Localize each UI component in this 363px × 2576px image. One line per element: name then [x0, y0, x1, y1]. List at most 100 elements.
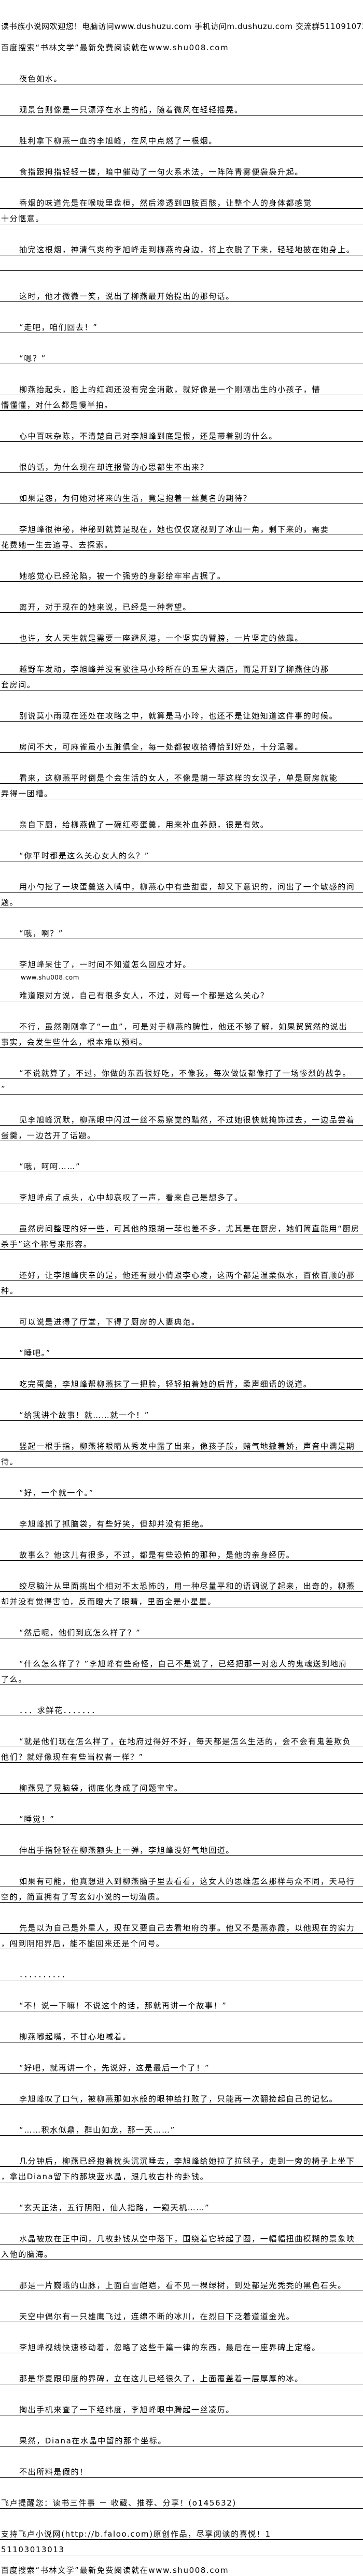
- paragraph-line: 如果是怨，为何她对将来的生活，竟是抱着一丝莫名的期待？: [0, 488, 363, 504]
- paragraph: 那是华夏跟印度的界碑，立在这儿已经很久了，上面覆盖着一层厚厚的冰。: [0, 2369, 363, 2384]
- paragraph-line: 伸出手指轻轻在柳燕额头上一弹，李旭峰没好气地回道。: [0, 1840, 363, 1856]
- baidu-search-notice: 百度搜索“书林文学”最新免费阅读就在www.shu008.com: [1, 43, 229, 52]
- paragraph: “不！说一下嘛！不说这个的话，那就再讲一个故事！”: [0, 1996, 363, 2011]
- paragraph-line: 十分惬意。: [0, 209, 363, 224]
- paragraph: ．．．求鲜花．．．．．．．: [0, 1701, 363, 1716]
- paragraph: “走吧，咱们回去！”: [0, 318, 363, 333]
- paragraph: 不行，虽然刚刚拿了“一血”，可是对于柳燕的脾性，他还不够了解，如果贸贸然的说出事…: [0, 1017, 363, 1048]
- paragraph-line: 种。: [0, 1281, 363, 1297]
- paragraph: 不出所料是假的！: [0, 2462, 363, 2478]
- paragraph: 离开，对于现在的她来说，已经是一种奢望。: [0, 597, 363, 613]
- paragraph-line: 如果有可能，他真想进入到柳燕脑子里去看看，这女人的思维怎么那样与众不同，天马行: [0, 1872, 363, 1887]
- paragraph: 也许，女人天生就是需要一座避风港，一个坚实的臂膀，一片坚定的依靠。: [0, 628, 363, 644]
- paragraph-line: “玄天正法，五行阴阳，仙人指路，一窥天机……”: [0, 2198, 363, 2213]
- paragraph: “玄天正法，五行阴阳，仙人指路，一窥天机……”: [0, 2198, 363, 2213]
- paragraph-line: “你平时都是这么关心女人的么？”: [0, 846, 363, 861]
- paragraph-line: 空的，简直拥有了写玄幻小说的一切潜质。: [0, 1887, 363, 1903]
- paragraph: 香烟的味道先是在喉咙里盘桓，然后渗透到四肢百骸，让整个人的身体都感觉十分惬意。: [0, 193, 363, 224]
- paragraph: 天空中偶尔有一只雄鹰飞过，连绵不断的冰川，在烈日下泛着道道金光。: [0, 2307, 363, 2322]
- paragraph: 亲自下厨，给柳燕做了一碗红枣蛋羹，用来补血养颜，很是有效。: [0, 815, 363, 830]
- paragraph-line: 不出所料是假的！: [0, 2462, 363, 2478]
- paragraph-line: 也许，女人天生就是需要一座避风港，一个坚实的臂膀，一片坚定的依靠。: [0, 628, 363, 644]
- paragraph: 李旭峰叹了口气，被柳燕那如水般的眼神给打败了，只能再一次翻捡起自己的记忆。: [0, 2089, 363, 2105]
- paragraph: “好，一个就一个。”: [0, 1483, 363, 1499]
- paragraph-line: 离开，对于现在的她来说，已经是一种奢望。: [0, 597, 363, 613]
- paragraph: ．．．．．．．．．．: [0, 1965, 363, 1980]
- paragraph-line: 天空中偶尔有一只雄鹰飞过，连绵不断的冰川，在烈日下泛着道道金光。: [0, 2307, 363, 2322]
- paragraph: 还好，让李旭峰庆幸的是，他还有聂小倩跟李心凌，这两个都是温柔似水，百依百顺的那种…: [0, 1265, 363, 1297]
- paragraph-line: 可以说是进得了厅堂，下得了厨房的人妻典范。: [0, 1312, 363, 1328]
- faloo-support-line: 支持飞卢小说网(http://b.faloo.com)原创作品，尽享阅读的喜悦！…: [0, 2524, 363, 2540]
- paragraph-line: 恨的话，为什么现在却连报警的心思都生不出来？: [0, 457, 363, 473]
- paragraph-line: 见李旭峰沉默，柳燕眼中闪过一丝不易察觉的黯然，不过她很快就掩饰过去，一边品尝着: [0, 1110, 363, 1126]
- paragraph: 食指跟拇指轻轻一搓，暗中催动了一句火系术法，一阵阵青雾便袅袅升起。: [0, 162, 363, 178]
- paragraph-line: “睡觉！”: [0, 1809, 363, 1825]
- paragraph-line: 题。: [0, 893, 363, 908]
- paragraph: “哦，啊？”: [0, 924, 363, 939]
- paragraph-line: “嗯？”: [0, 349, 363, 364]
- paragraph: 李旭峰很神秘，神秘到就算是现在，她也仅仅窥视到了冰山一角，剩下来的，需要花费她一…: [0, 520, 363, 551]
- paragraph-line: 虽然房间整理的好一些，可其他的跟胡一菲也差不多，尤其是在厨房，她们简直能用“厨房: [0, 1219, 363, 1234]
- paragraph-line: 李旭峰呆住了，一时间不知道怎么回应才好。: [0, 955, 363, 970]
- paragraph-line: 李旭峰点了点头，心中却哀叹了一声，看来自己是想多了。: [0, 1188, 363, 1203]
- paragraph-line: “好吧，就再讲一个，先说好，这是最后一个了！”: [0, 2058, 363, 2074]
- paragraph-line: 夜色如水。: [0, 69, 363, 84]
- paragraph-line: 掏出手机来查了一下经纬度，李旭峰眼中腾起一丝凌厉。: [0, 2400, 363, 2415]
- paragraph-line: 柳燕抬起头，脸上的红润还没有完全消散，就好像是一个刚刚出生的小孩子，懵: [0, 380, 363, 395]
- paragraph-line: 还好，让李旭峰庆幸的是，他还有聂小倩跟李心凌，这两个都是温柔似水，百依百顺的那: [0, 1265, 363, 1281]
- chapter-footer: 飞卢提醒您：读书三件事 － 收藏、推荐、分享！(o145632) 支持飞卢小说网…: [0, 2493, 363, 2576]
- paragraph: 观景台则像是一只漂浮在水上的船，随着微风在轻轻摇晃。: [0, 100, 363, 116]
- paragraph: 胜利拿下柳燕一血的李旭峰，在风中点燃了一根烟。: [0, 131, 363, 147]
- paragraph: 掏出手机来查了一下经纬度，李旭峰眼中腾起一丝凌厉。: [0, 2400, 363, 2415]
- site-welcome-banner: 读书族小说网欢迎您！电脑访问www.dushuzu.com 手机访问m.dush…: [1, 22, 363, 31]
- paragraph: “哦，呵呵……”: [0, 1157, 363, 1172]
- paragraph-line: “……积水似鼎，群山如龙，那一天……”: [0, 2120, 363, 2136]
- paragraph: “然后呢，他们到底怎么样了？”: [0, 1623, 363, 1638]
- paragraph-line: 不行，虽然刚刚拿了“一血”，可是对于柳燕的脾性，他还不够了解，如果贸贸然的说出: [0, 1017, 363, 1032]
- paragraph-line: 他们？就好像现在有些当权者一样？”: [0, 1747, 363, 1763]
- paragraph-line: 观景台则像是一只漂浮在水上的船，随着微风在轻轻摇晃。: [0, 100, 363, 116]
- paragraph: 如果是怨，为何她对将来的生活，竟是抱着一丝莫名的期待？: [0, 488, 363, 504]
- paragraph: 越野车发动，李旭峰并没有驶往马小玲所在的五星大酒店，而是开到了柳燕住的那套房间。: [0, 659, 363, 690]
- paragraph-line: 抽完这根烟，神清气爽的李旭峰走到柳燕的身边，将上衣脱了下来，轻轻地披在她身上。: [0, 240, 363, 255]
- paragraph: 柳燕晃了晃脑袋，彻底化身成了问题宝宝。: [0, 1778, 363, 1794]
- paragraph-line: “给我讲个故事！就……就一个！”: [0, 1405, 363, 1421]
- paragraph: 看来，这柳燕平时倒是个会生活的女人，不像是胡一菲这样的女汉子，单是厨房就能弄得一…: [0, 768, 363, 799]
- paragraph: 李旭峰呆住了，一时间不知道怎么回应才好。: [0, 955, 363, 970]
- paragraph-line: 食指跟拇指轻轻一搓，暗中催动了一句火系术法，一阵阵青雾便袅袅升起。: [0, 162, 363, 178]
- paragraph: 别说莫小雨现在还处在攻略之中，就算是马小玲，也还不是让她知道这件事的时候。: [0, 706, 363, 722]
- paragraph: “嗯？”: [0, 349, 363, 364]
- paragraph: 柳燕嘟起嘴，不甘心地喊着。: [0, 2027, 363, 2042]
- paragraph-line: 她感觉心已经沦陷，被一个强势的身影给牢牢占据了。: [0, 566, 363, 582]
- paragraph-line: “好，一个就一个。”: [0, 1483, 363, 1499]
- paragraph-line: 绞尽脑汁从里面挑出个相对不太恐怖的，用一种尽量平和的语调说了起来，出奇的，柳燕: [0, 1576, 363, 1592]
- paragraph-line: 几分钟后，柳燕已经抱着枕头沉沉睡去，李旭峰给她拉了拉毯子，走到一旁的椅子上坐下: [0, 2151, 363, 2167]
- paragraph: 虽然房间整理的好一些，可其他的跟胡一菲也差不多，尤其是在厨房，她们简直能用“厨房…: [0, 1219, 363, 1250]
- paragraph-line: [0, 255, 363, 271]
- paragraph-line: 用小勺挖了一块蛋羹送入嘴中，柳燕心中有些甜蜜，却又下意识的，问出了一个敏感的问: [0, 877, 363, 893]
- paragraph: “好吧，就再讲一个，先说好，这是最后一个了！”: [0, 2058, 363, 2074]
- paragraph-line: 先是以为自己是外星人，现在又要自己去看地府的事。他又不是燕赤霞，以他现在的实力: [0, 1918, 363, 1934]
- paragraph: 绞尽脑汁从里面挑出个相对不太恐怖的，用一种尽量平和的语调说了起来，出奇的，柳燕却…: [0, 1576, 363, 1607]
- paragraph: 心中百味杂陈，不清楚自己对李旭峰到底是恨，还是带着别的什么。: [0, 426, 363, 442]
- paragraph-line: 花费她一生去追寻、去探索。: [0, 535, 363, 551]
- chapter-body: 夜色如水。观景台则像是一只漂浮在水上的船，随着微风在轻轻摇晃。胜利拿下柳燕一血的…: [0, 69, 363, 2478]
- paragraph-line: 胜利拿下柳燕一血的李旭峰，在风中点燃了一根烟。: [0, 131, 363, 147]
- paragraph-line: 故事么？他这儿有很多，不过，都是有些恐怖的那种，是他的亲身经历。: [0, 1545, 363, 1561]
- baidu-search-notice-bottom: 百度搜索“书林文学”最新免费阅读就在www.shu008.com: [1, 2566, 229, 2575]
- paragraph: 故事么？他这儿有很多，不过，都是有些恐怖的那种，是他的亲身经历。: [0, 1545, 363, 1561]
- paragraph: 如果有可能，他真想进入到柳燕脑子里去看看，这女人的思维怎么那样与众不同，天马行空…: [0, 1872, 363, 1903]
- paragraph: 房间不大，可麻雀虽小五脏俱全，每一处都被收拾得恰到好处，十分温馨。: [0, 737, 363, 753]
- paragraph: 用小勺挖了一块蛋羹送入嘴中，柳燕心中有些甜蜜，却又下意识的，问出了一个敏感的问题…: [0, 877, 363, 908]
- paragraph: 这时，他才微微一笑，说出了柳燕最开始提出的那句话。: [0, 286, 363, 302]
- paragraph-line: “什么怎么样了？”李旭峰有些奇怪，自己不是说了，已经把那一对恋人的鬼魂送到地府: [0, 1654, 363, 1670]
- paragraph: 夜色如水。: [0, 69, 363, 84]
- paragraph-line: ”: [0, 1079, 363, 1095]
- paragraph: 可以说是进得了厅堂，下得了厨房的人妻典范。: [0, 1312, 363, 1328]
- paragraph-line: 水晶被放在正中间，几枚卦钱从空中落下，围绕着它转起了圈，一幅幅扭曲模糊的景象映: [0, 2229, 363, 2244]
- paragraph: “睡吧。”: [0, 1343, 363, 1359]
- paragraph-line: 弄得一团糟。: [0, 784, 363, 799]
- paragraph: “就是他们现在怎么样了，在地府过得好不好，每天都是怎么生活的，会不会有鬼差欺负他…: [0, 1732, 363, 1763]
- faloo-support-id: 51103013013: [0, 2540, 363, 2555]
- paragraph-line: 蛋羹，一边岔开了话题。: [0, 1126, 363, 1141]
